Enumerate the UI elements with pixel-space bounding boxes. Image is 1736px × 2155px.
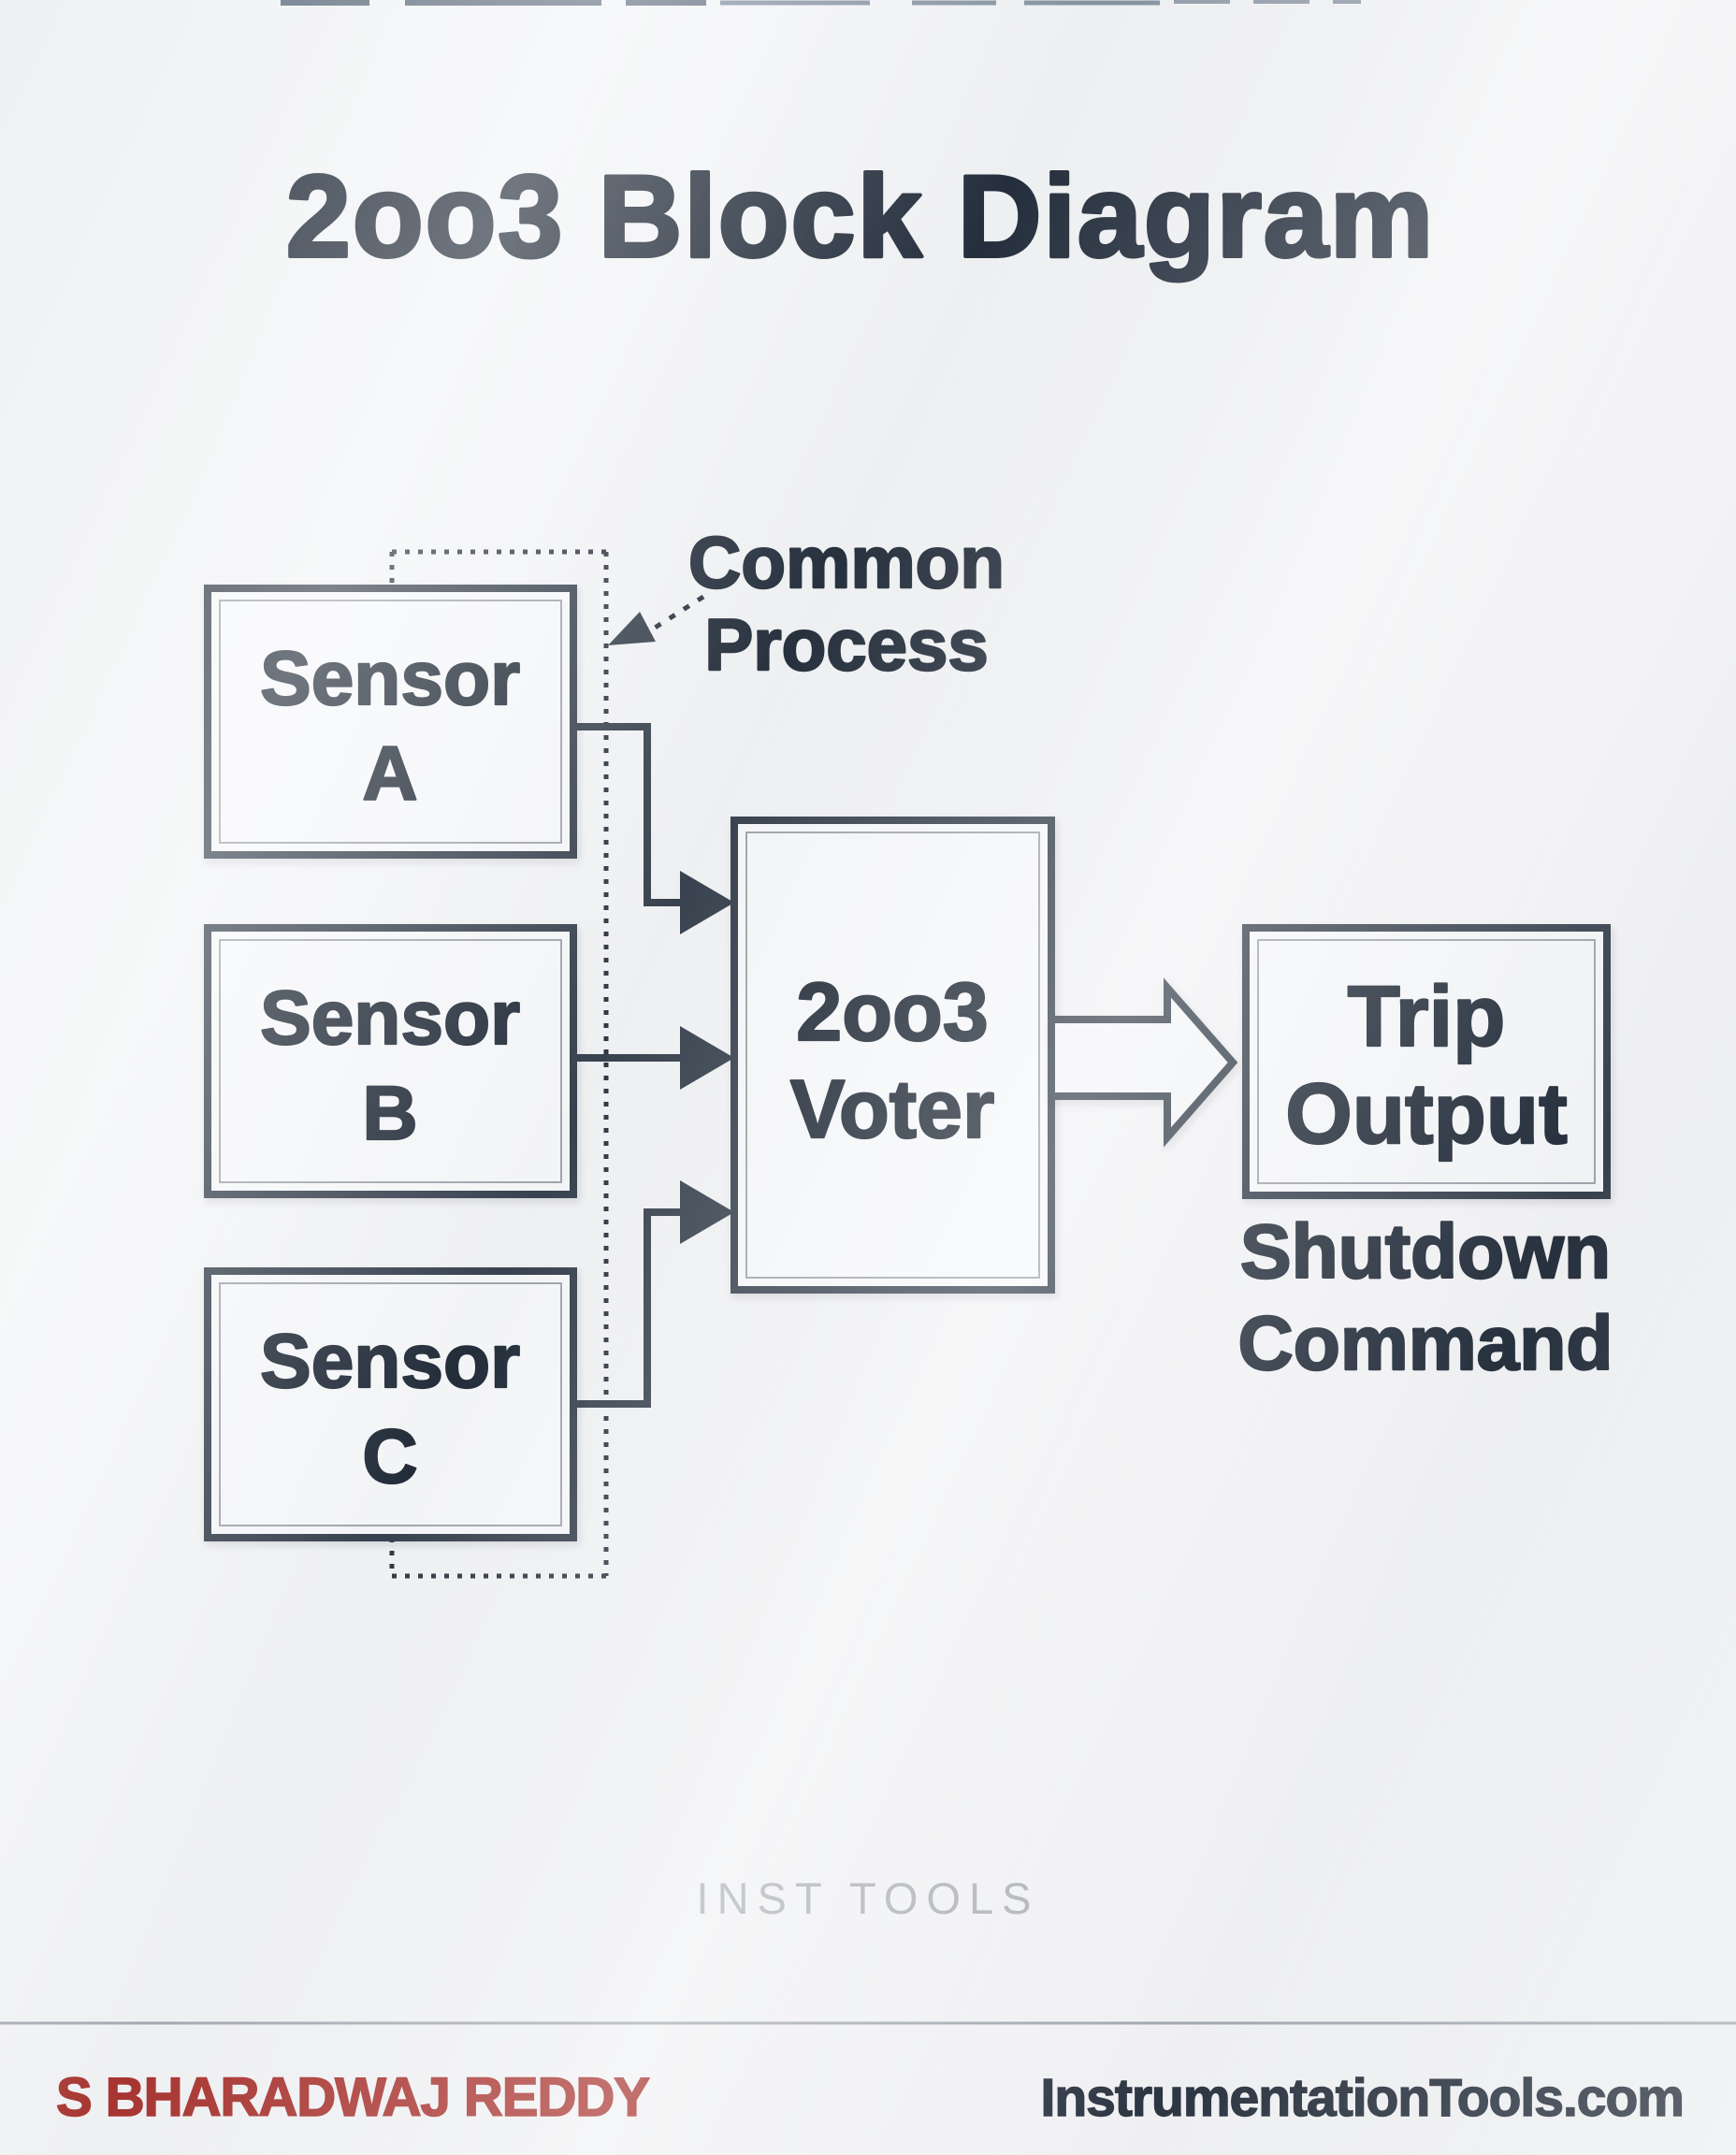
sensor-a-arrowhead-icon bbox=[680, 871, 734, 934]
voter-label-line2: Voter bbox=[790, 1063, 994, 1155]
trip-output-label-line1: Trip bbox=[1348, 969, 1506, 1064]
common-process-pointer bbox=[608, 594, 705, 645]
common-process-label: Common Process bbox=[687, 520, 1005, 687]
watermark: INST TOOLS bbox=[697, 1873, 1040, 1923]
sensor-a-box: Sensor A bbox=[204, 585, 577, 859]
sensor-c-label-line1: Sensor bbox=[260, 1319, 520, 1404]
sensor-b-arrowhead-icon bbox=[680, 1026, 734, 1090]
block-arrow bbox=[1048, 977, 1238, 1148]
shutdown-command-line1: Shutdown bbox=[1240, 1209, 1611, 1294]
common-process-line2: Process bbox=[704, 603, 989, 686]
sensor-a-label-line2: A bbox=[362, 731, 417, 817]
pointer-arrowhead-icon bbox=[608, 612, 656, 645]
trip-output-box: Trip Output bbox=[1242, 924, 1611, 1199]
page-title: 2oo3 Block Diagram bbox=[286, 152, 1435, 282]
footer-website: InstrumentationTools.com bbox=[1041, 2068, 1684, 2128]
common-process-line1: Common bbox=[688, 521, 1005, 603]
pointer-dash-line bbox=[647, 594, 705, 634]
sensor-a-label-line1: Sensor bbox=[260, 636, 520, 721]
footer-author: S BHARADWAJ REDDY bbox=[56, 2067, 649, 2128]
voter-box: 2oo3 Voter bbox=[731, 817, 1055, 1294]
signal-lines bbox=[573, 723, 734, 1408]
top-edge-artifact bbox=[281, 0, 1361, 6]
sensor-c-label-line2: C bbox=[362, 1414, 417, 1499]
sensor-c-arrowhead-icon bbox=[680, 1180, 734, 1244]
sensor-c-line bbox=[573, 1208, 685, 1408]
sensor-b-label-line1: Sensor bbox=[260, 976, 520, 1061]
sensor-a-line bbox=[573, 723, 685, 906]
shutdown-command-label: Shutdown Command bbox=[1237, 1208, 1613, 1387]
voter-label-line1: 2oo3 bbox=[796, 965, 988, 1058]
shutdown-command-line2: Command bbox=[1238, 1301, 1613, 1386]
sensor-b-label-line2: B bbox=[362, 1071, 417, 1156]
trip-output-label-line2: Output bbox=[1285, 1066, 1567, 1162]
sensor-b-box: Sensor B bbox=[204, 924, 577, 1198]
sensor-c-box: Sensor C bbox=[204, 1267, 577, 1541]
